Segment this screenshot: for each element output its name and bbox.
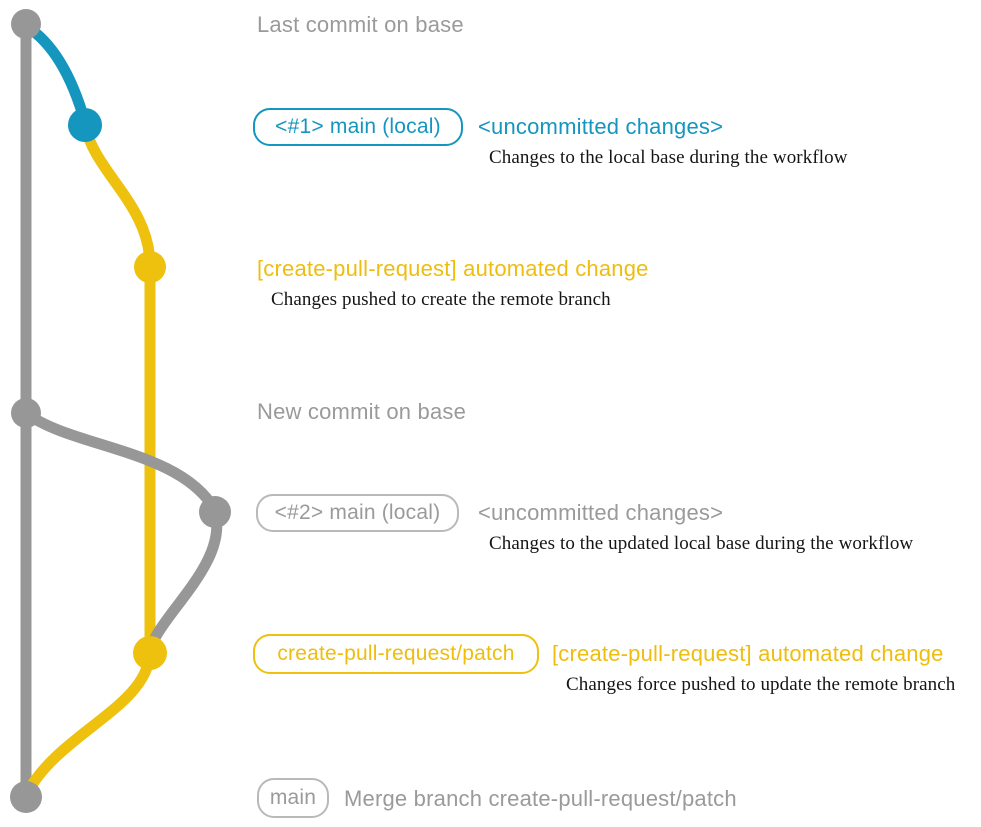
badge-patch-branch: create-pull-request/patch <box>253 634 539 674</box>
merge-branch-label: Merge branch create-pull-request/patch <box>344 786 737 811</box>
uncommitted-changes-2-desc: Changes to the updated local base during… <box>489 533 914 554</box>
commit-node-local-main-1 <box>68 108 102 142</box>
edge-local-main-curve <box>20 20 91 128</box>
badge-patch-branch-label: create-pull-request/patch <box>277 642 515 665</box>
commit-node-automated-change-1 <box>134 251 166 283</box>
commit-graph <box>10 9 231 813</box>
badge-main-local-2: <#2> main (local) <box>256 494 459 532</box>
commit-node-merge <box>10 781 42 813</box>
last-commit-label: Last commit on base <box>257 12 464 37</box>
commit-node-local-main-2 <box>199 496 231 528</box>
badge-main-label: main <box>269 786 317 809</box>
automated-change-2-label: [create-pull-request] automated change <box>552 641 944 666</box>
uncommitted-changes-1-desc: Changes to the local base during the wor… <box>489 147 848 168</box>
commit-node-last-base <box>11 9 41 39</box>
commit-node-new-base <box>11 398 41 428</box>
edge-new-base-to-local-curve <box>20 407 221 516</box>
badge-main-local-2-label: <#2> main (local) <box>274 501 441 524</box>
edge-create-branch-curve <box>79 119 156 270</box>
uncommitted-changes-2-label: <uncommitted changes> <box>478 500 724 525</box>
badge-main-local-1-label: <#1> main (local) <box>275 115 441 138</box>
commit-node-automated-change-2 <box>133 636 167 670</box>
automated-change-1-desc: Changes pushed to create the remote bran… <box>271 289 611 310</box>
uncommitted-changes-1-label: <uncommitted changes> <box>478 114 724 139</box>
new-commit-label: New commit on base <box>257 399 467 424</box>
badge-main-local-1: <#1> main (local) <box>253 108 463 146</box>
automated-change-2-desc: Changes force pushed to update the remot… <box>566 674 956 695</box>
edge-merge-curve <box>20 647 156 801</box>
automated-change-1-label: [create-pull-request] automated change <box>257 256 649 281</box>
badge-main: main <box>257 778 329 818</box>
edge-rebase-curve <box>146 506 223 650</box>
